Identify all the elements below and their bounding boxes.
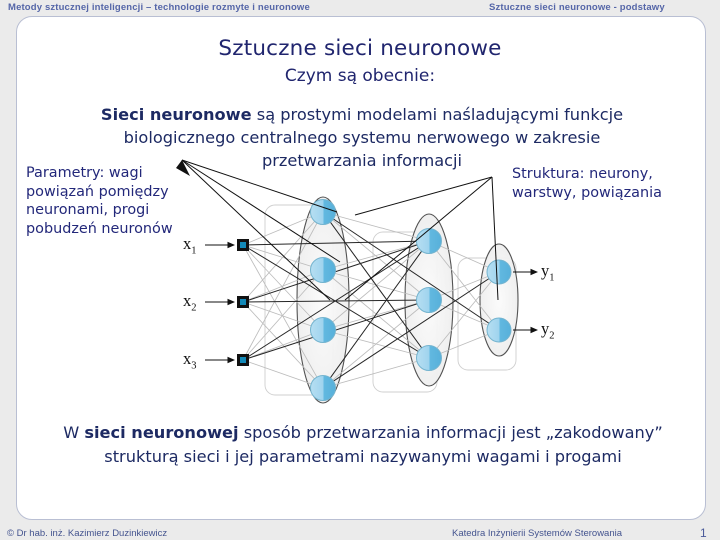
input-label-x1: x1 (183, 234, 197, 257)
footer-page-number: 1 (700, 526, 707, 540)
paragraph-encoding-bold: sieci neuronowej (84, 423, 239, 442)
paragraph-definition-bold: Sieci neuronowe (100, 105, 252, 124)
annotation-parameters: Parametry: wagi powiązań pomiędzy neuron… (26, 165, 173, 237)
paragraph-encoding-rest: sposób przetwarzania informacji jest „za… (104, 423, 663, 466)
paragraph-encoding: W sieci neuronowej sposób przetwarzania … (58, 421, 668, 468)
output-label-y1: y1 (541, 261, 555, 284)
header-topic-title: Sztuczne sieci neuronowe - podstawy (489, 2, 665, 13)
output-label-y2: y2 (541, 319, 555, 342)
annotation-structure: Struktura: neurony, warstwy, powiązania (512, 166, 662, 201)
footer-author: © Dr hab. inż. Kazimierz Duzinkiewicz (7, 528, 168, 539)
header-course-title: Metody sztucznej inteligencji – technolo… (8, 2, 310, 13)
page-title: Sztuczne sieci neuronowe (218, 36, 502, 61)
input-label-x3: x3 (183, 349, 197, 372)
input-label-x2: x2 (183, 291, 197, 314)
paragraph-encoding-pre: W (63, 423, 85, 442)
paragraph-definition: Sieci neuronowe są prostymi modelami naś… (68, 103, 656, 172)
page-subtitle: Czym są obecnie: (284, 66, 436, 86)
footer-department: Katedra Inżynierii Systemów Sterowania (452, 528, 623, 539)
